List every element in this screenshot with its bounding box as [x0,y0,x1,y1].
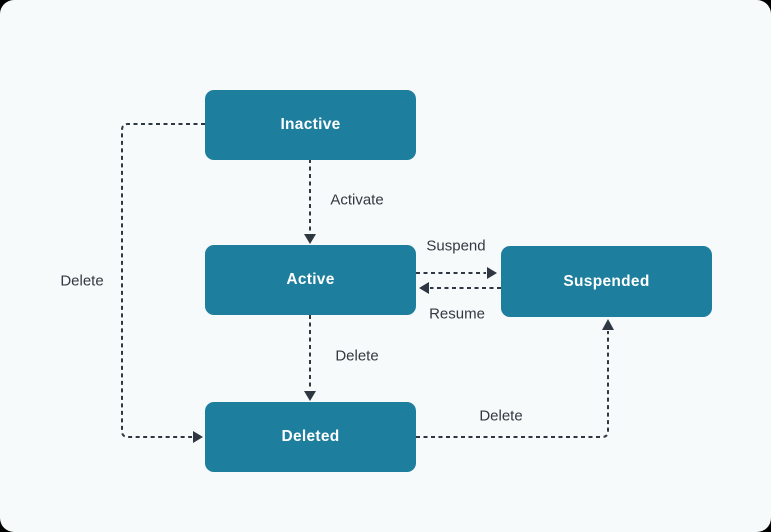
transition-label-delete-inactive: Delete [60,272,104,290]
transition-label-delete-active: Delete [335,347,379,365]
state-node-deleted: Deleted [205,402,416,472]
state-label-deleted: Deleted [281,428,340,445]
edge-inactive-to-active [304,159,316,244]
state-label-suspended: Suspended [563,272,650,290]
state-node-suspended: Suspended [501,246,712,317]
edge-suspended-to-active [419,282,501,294]
transition-label-delete-deleted: Delete [479,407,523,425]
transition-label-resume: Resume [429,305,485,323]
state-label-active: Active [286,271,335,288]
state-node-active: Active [205,245,416,315]
edge-active-to-deleted [304,315,316,401]
transition-label-suspend: Suspend [426,237,486,255]
edge-inactive-to-deleted [121,123,205,443]
edge-active-to-suspended [416,267,497,279]
state-label-inactive: Inactive [280,116,341,133]
state-node-inactive: Inactive [205,90,416,160]
edge-deleted-to-suspended [416,319,614,438]
transition-label-activate: Activate [330,191,384,209]
